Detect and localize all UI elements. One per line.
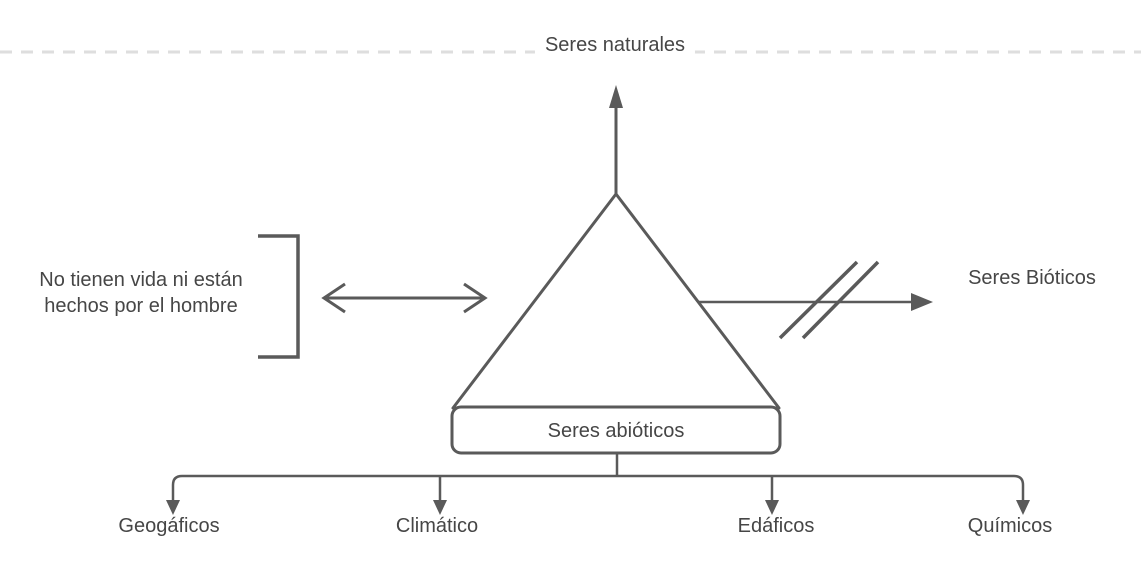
break-slash-icon: [801, 260, 880, 340]
label-edaficos: Edáficos: [737, 515, 815, 537]
double-arrow-left-head-icon: [321, 282, 346, 314]
label-climatico: Climático: [395, 515, 479, 537]
down-arrow-head-icon: [765, 500, 779, 515]
double-arrow-right-head-icon: [463, 282, 488, 314]
left-note: No tienen vida ni están hechos por el ho…: [6, 267, 276, 319]
tree-connector: [171, 453, 1025, 501]
label-seres-bioticos: Seres Bióticos: [968, 267, 1096, 289]
label-quimicos: Químicos: [967, 515, 1053, 537]
label-geogaficos: Geogáficos: [118, 515, 220, 537]
up-arrow-head-icon: [609, 85, 623, 108]
down-arrow-head-icon: [433, 500, 447, 515]
break-slash-icon: [778, 260, 859, 340]
right-arrow-head-icon: [911, 293, 933, 311]
down-arrow-head-icon: [166, 500, 180, 515]
label-seres-abioticos: Seres abióticos: [547, 420, 685, 442]
left-note-line2: hechos por el hombre: [44, 295, 238, 317]
down-arrow-head-icon: [1016, 500, 1030, 515]
left-note-line1: No tienen vida ni están: [39, 269, 243, 291]
label-seres-naturales: Seres naturales: [534, 32, 696, 58]
bracket-shape: [258, 234, 300, 359]
